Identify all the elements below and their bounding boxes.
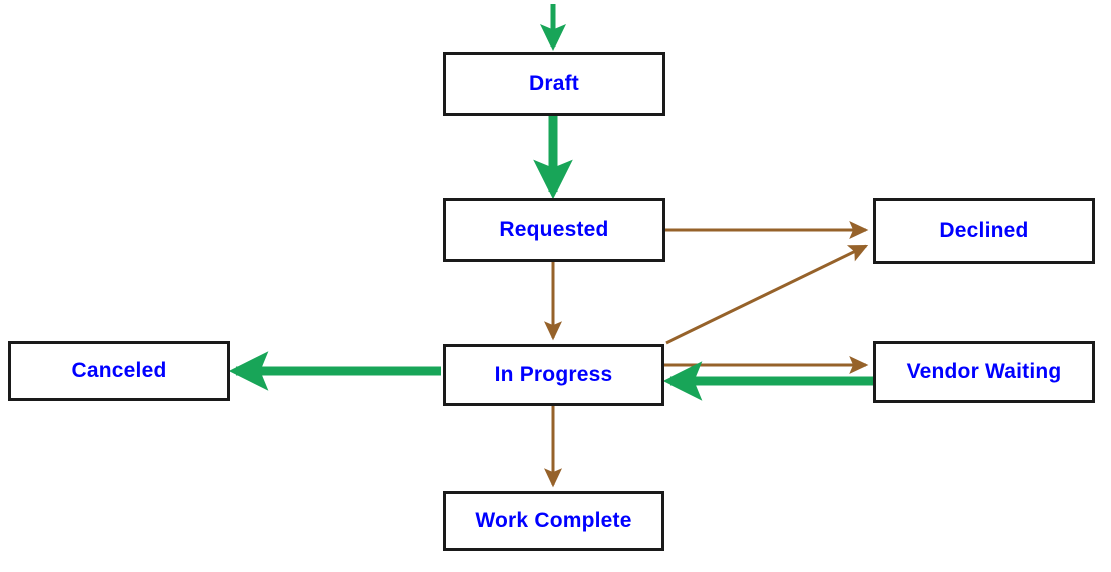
state-label-requested: Requested (499, 218, 609, 241)
state-label-in-progress: In Progress (494, 363, 613, 386)
state-node-declined[interactable]: Declined (873, 198, 1095, 264)
state-node-requested[interactable]: Requested (443, 198, 665, 262)
state-node-work-complete[interactable]: Work Complete (443, 491, 664, 551)
state-label-vendor-waiting: Vendor Waiting (906, 360, 1062, 383)
state-label-draft: Draft (528, 72, 579, 95)
state-node-canceled[interactable]: Canceled (8, 341, 230, 401)
state-node-draft[interactable]: Draft (443, 52, 665, 116)
state-node-vendor-waiting[interactable]: Vendor Waiting (873, 341, 1095, 403)
edge-in-progress-to-declined (665, 244, 869, 345)
state-node-in-progress[interactable]: In Progress (443, 344, 664, 406)
state-label-declined: Declined (939, 219, 1029, 242)
state-label-canceled: Canceled (71, 359, 167, 382)
state-label-work-complete: Work Complete (475, 509, 632, 532)
